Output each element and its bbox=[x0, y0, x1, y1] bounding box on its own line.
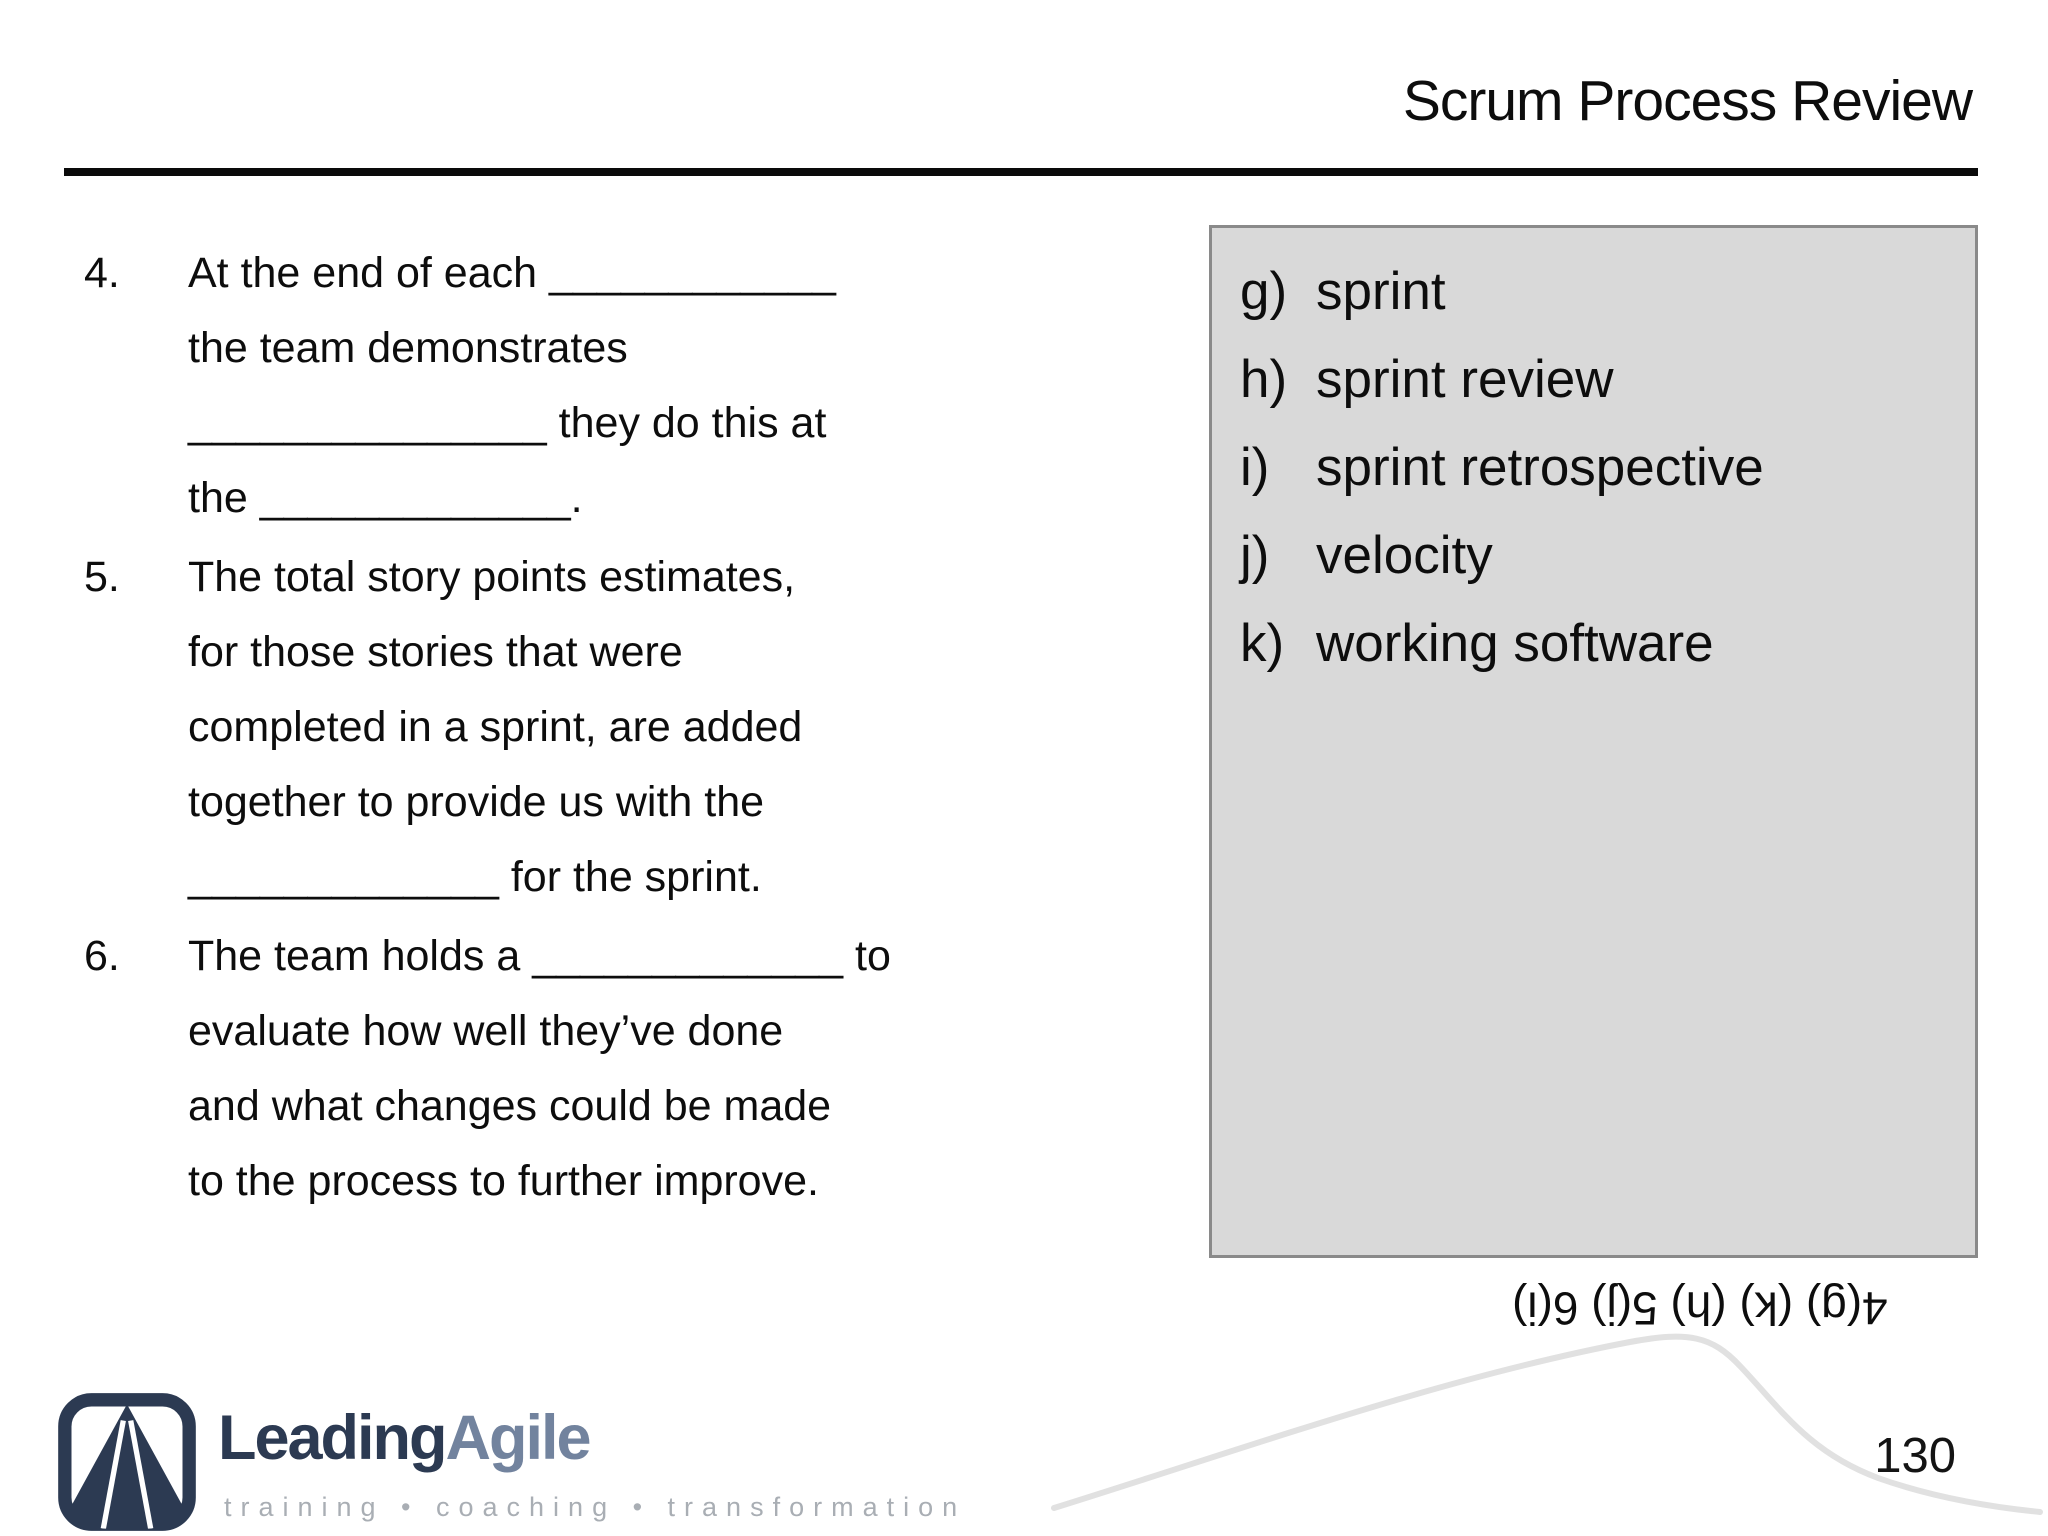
answer-option-k-label: working software bbox=[1316, 614, 1714, 673]
question-6-text: The team holds a _____________ to evalua… bbox=[188, 932, 891, 1205]
answer-option-j-marker: j) bbox=[1240, 526, 1270, 585]
question-5-number: 5. bbox=[84, 553, 120, 601]
page-number: 130 bbox=[1874, 1429, 1956, 1483]
answer-option-g: g) sprint bbox=[1240, 262, 1951, 322]
question-5-text: The total story points estimates, for th… bbox=[188, 553, 803, 901]
answer-option-g-label: sprint bbox=[1316, 262, 1446, 321]
answer-option-i: i) sprint retrospective bbox=[1240, 438, 1951, 498]
wordmark-leading: Leading bbox=[218, 1403, 448, 1473]
answer-option-k: k) working software bbox=[1240, 614, 1951, 674]
answer-option-j-label: velocity bbox=[1316, 526, 1493, 585]
answer-option-g-marker: g) bbox=[1240, 262, 1288, 321]
question-4: 4. At the end of each ____________ the t… bbox=[84, 236, 1104, 536]
decorative-curve bbox=[1051, 1333, 2043, 1515]
answer-option-i-label: sprint retrospective bbox=[1316, 438, 1764, 497]
answer-option-k-marker: k) bbox=[1240, 614, 1285, 673]
answer-option-h-label: sprint review bbox=[1316, 350, 1614, 409]
question-6: 6. The team holds a _____________ to eva… bbox=[84, 919, 1104, 1219]
answer-option-j: j) velocity bbox=[1240, 526, 1951, 586]
question-4-number: 4. bbox=[84, 249, 120, 297]
question-list: 4. At the end of each ____________ the t… bbox=[84, 236, 1104, 1223]
question-4-text: At the end of each ____________ the team… bbox=[188, 249, 836, 522]
question-5: 5. The total story points estimates, for… bbox=[84, 540, 1104, 915]
answer-option-i-marker: i) bbox=[1240, 438, 1270, 497]
logo-tagline: training • coaching • transformation bbox=[224, 1492, 967, 1522]
answer-option-h: h) sprint review bbox=[1240, 350, 1951, 410]
leadingagile-road-icon bbox=[58, 1393, 196, 1531]
slide-title: Scrum Process Review bbox=[1402, 69, 1973, 133]
question-6-number: 6. bbox=[84, 932, 120, 980]
title-divider bbox=[64, 168, 1978, 176]
leadingagile-logo: LeadingAgile training • coaching • trans… bbox=[52, 1388, 992, 1536]
answer-option-h-marker: h) bbox=[1240, 350, 1288, 409]
answer-bank-box: g) sprint h) sprint review i) sprint ret… bbox=[1209, 225, 1978, 1258]
wordmark-agile: Agile bbox=[445, 1403, 592, 1473]
leadingagile-wordmark: LeadingAgile bbox=[218, 1402, 592, 1474]
